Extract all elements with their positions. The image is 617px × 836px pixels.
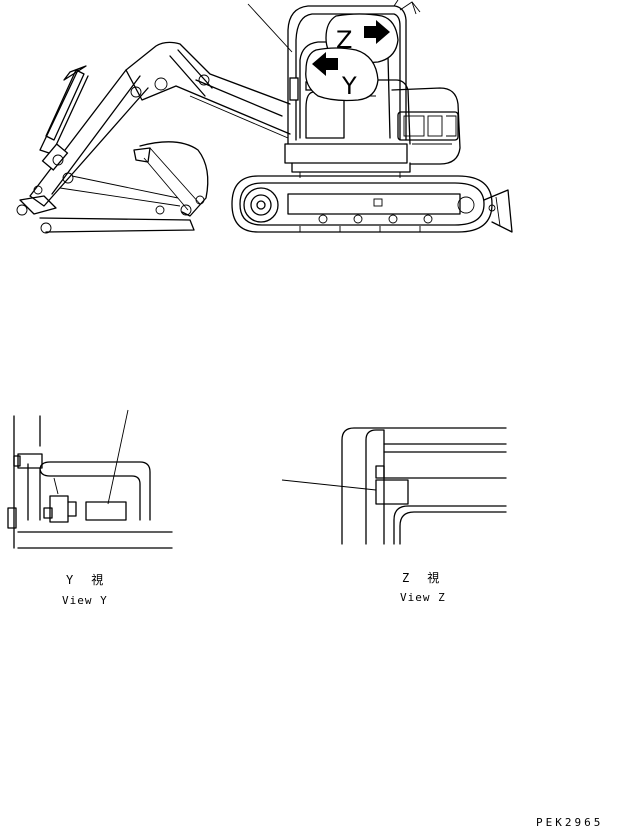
- main-leader-line: [247, 3, 293, 53]
- drawing-code: PEK2965: [536, 816, 603, 829]
- view-z-marker-label: Z: [336, 26, 352, 54]
- view-z-arrow: [364, 20, 390, 44]
- arm: [16, 65, 195, 234]
- upper-structure: [284, 79, 461, 178]
- view-y-caption-en: View Y: [62, 594, 108, 607]
- crawler-track: [231, 175, 493, 233]
- view-y-decal: [85, 501, 127, 521]
- boom: [125, 41, 291, 139]
- view-z-detail: [281, 427, 507, 545]
- view-y-leader-line: [107, 409, 129, 505]
- view-y-arrow: [312, 52, 338, 76]
- view-z-decal: [375, 479, 409, 505]
- view-y-detail: [7, 409, 173, 549]
- dozer-blade: [483, 189, 513, 233]
- excavator-illustration: Z Y: [16, 0, 513, 234]
- view-y-caption-jp: Y 視: [66, 572, 106, 587]
- view-z-caption-jp: Z 視: [402, 570, 442, 585]
- view-markers: Z Y: [305, 13, 399, 102]
- view-z-caption-en: View Z: [400, 591, 446, 604]
- view-z-leader-line: [281, 479, 377, 491]
- bucket: [133, 141, 209, 217]
- view-y-marker-label: Y: [341, 72, 357, 100]
